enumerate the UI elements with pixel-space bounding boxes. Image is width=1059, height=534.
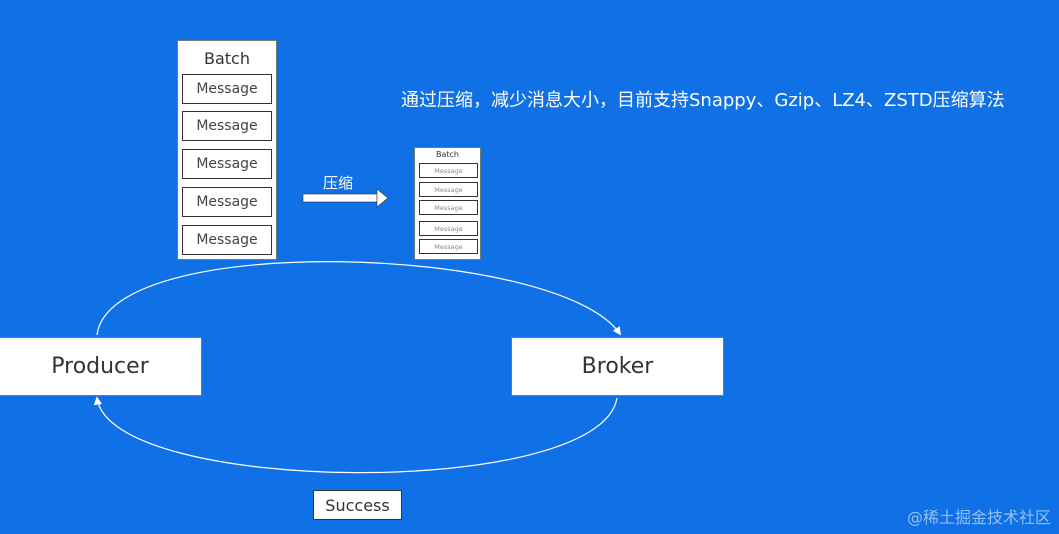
batch-title: Batch <box>204 49 250 68</box>
broker-to-producer-arc <box>93 396 618 474</box>
success-label: Success <box>313 490 402 520</box>
message-box: Message <box>182 187 272 217</box>
message-box: Message <box>419 163 478 178</box>
message-box: Message <box>419 239 478 254</box>
message-box: Message <box>419 182 478 197</box>
message-box: Message <box>419 221 478 236</box>
message-box: Message <box>182 225 272 255</box>
headline-text: 通过压缩，减少消息大小，目前支持Snappy、Gzip、LZ4、ZSTD压缩算法 <box>401 90 1005 111</box>
message-box: Message <box>182 149 272 179</box>
batch-uncompressed: Batch Message Message Message Message Me… <box>177 40 277 260</box>
message-box: Message <box>419 200 478 215</box>
producer-to-broker-arc <box>96 261 621 336</box>
compress-label: 压缩 <box>323 174 354 192</box>
producer-node: Producer <box>0 337 202 396</box>
message-box: Message <box>182 74 272 104</box>
broker-node: Broker <box>511 337 724 396</box>
message-box: Message <box>182 111 272 141</box>
batch-compressed: Batch Message Message Message Message Me… <box>414 147 481 260</box>
batch-title: Batch <box>436 150 459 159</box>
watermark: @稀土掘金技术社区 <box>906 508 1051 527</box>
compress-arrow <box>302 188 389 208</box>
